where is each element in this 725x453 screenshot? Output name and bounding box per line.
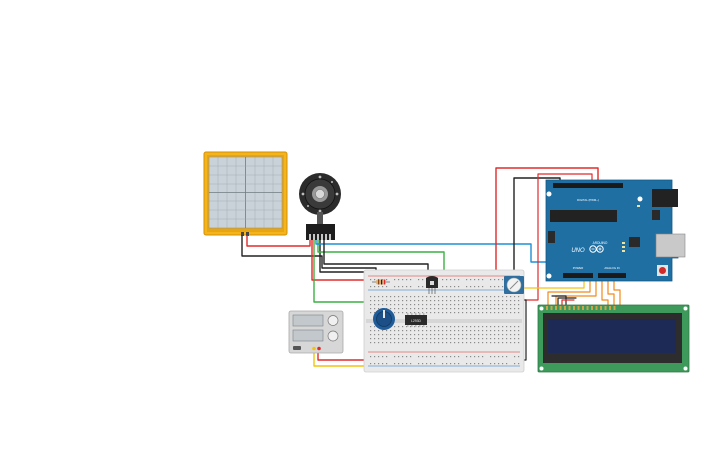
arduino-digital-label: DIGITAL (PWM~) [577,198,599,202]
ps-display-current [292,329,324,342]
lcd-pins [546,306,616,310]
ps-display-voltage [292,314,324,327]
wire-motor-blue[interactable] [315,239,547,263]
ps-knob-voltage[interactable] [327,315,339,326]
arduino-brand-label: ARDUINO [593,241,608,245]
breadboard[interactable] [363,269,525,373]
oscilloscope-terminal-pos[interactable] [241,232,244,236]
power-supply[interactable] [288,310,344,354]
wire-black-lcd[interactable] [557,297,577,307]
arduino-usb [655,233,686,258]
wire-motor-red[interactable] [311,239,373,281]
arduino-analog-label: ANALOG IN [604,266,619,270]
wire-red-lcd[interactable] [561,299,575,307]
wire-orange-2[interactable] [555,271,597,307]
wire-black-lcd-2[interactable] [551,295,567,307]
potentiometer-large[interactable] [373,308,395,330]
breadboard-holes [370,279,520,365]
ps-terminal-neg[interactable] [317,346,321,351]
motor-connector-pins [309,234,331,240]
arduino-reset-button[interactable] [659,267,666,274]
arduino-analog-header [598,273,626,278]
wire-orange-3[interactable] [601,271,609,307]
wire-arduino-red[interactable] [495,167,599,287]
h-bridge-label: L293D [411,319,422,323]
wire-scope-red[interactable] [246,235,311,247]
resistor[interactable] [372,279,390,285]
oscilloscope-terminal-neg[interactable] [246,232,249,236]
lcd-display[interactable] [537,304,690,373]
arduino-logo [589,245,604,253]
oscilloscope-grid [209,157,282,228]
arduino-uno-label: UNO [571,248,585,254]
h-bridge-ic[interactable]: L293D [405,313,427,327]
arduino-dc-jack [652,189,678,207]
wire-orange-1[interactable] [547,271,591,307]
arduino-digital-header [553,183,623,188]
wire-arduino-red-2[interactable] [521,173,593,301]
potentiometer-small[interactable] [504,276,524,294]
ps-terminal-pos[interactable] [312,346,316,351]
dc-motor-encoder[interactable] [299,173,341,240]
wire-orange-4[interactable] [607,271,615,307]
arduino-uno[interactable]: UNO ARDUINO DIGITAL (PWM~) POWER ANALOG … [545,179,686,282]
wire-motor-green[interactable] [313,239,367,303]
arduino-power-header [563,273,593,278]
arduino-mcu [550,210,617,222]
ps-knob-current[interactable] [327,330,339,342]
transistor[interactable] [426,276,438,294]
arduino-power-label: POWER [573,266,584,270]
lcd-screen [548,319,676,353]
oscilloscope[interactable] [203,151,288,236]
